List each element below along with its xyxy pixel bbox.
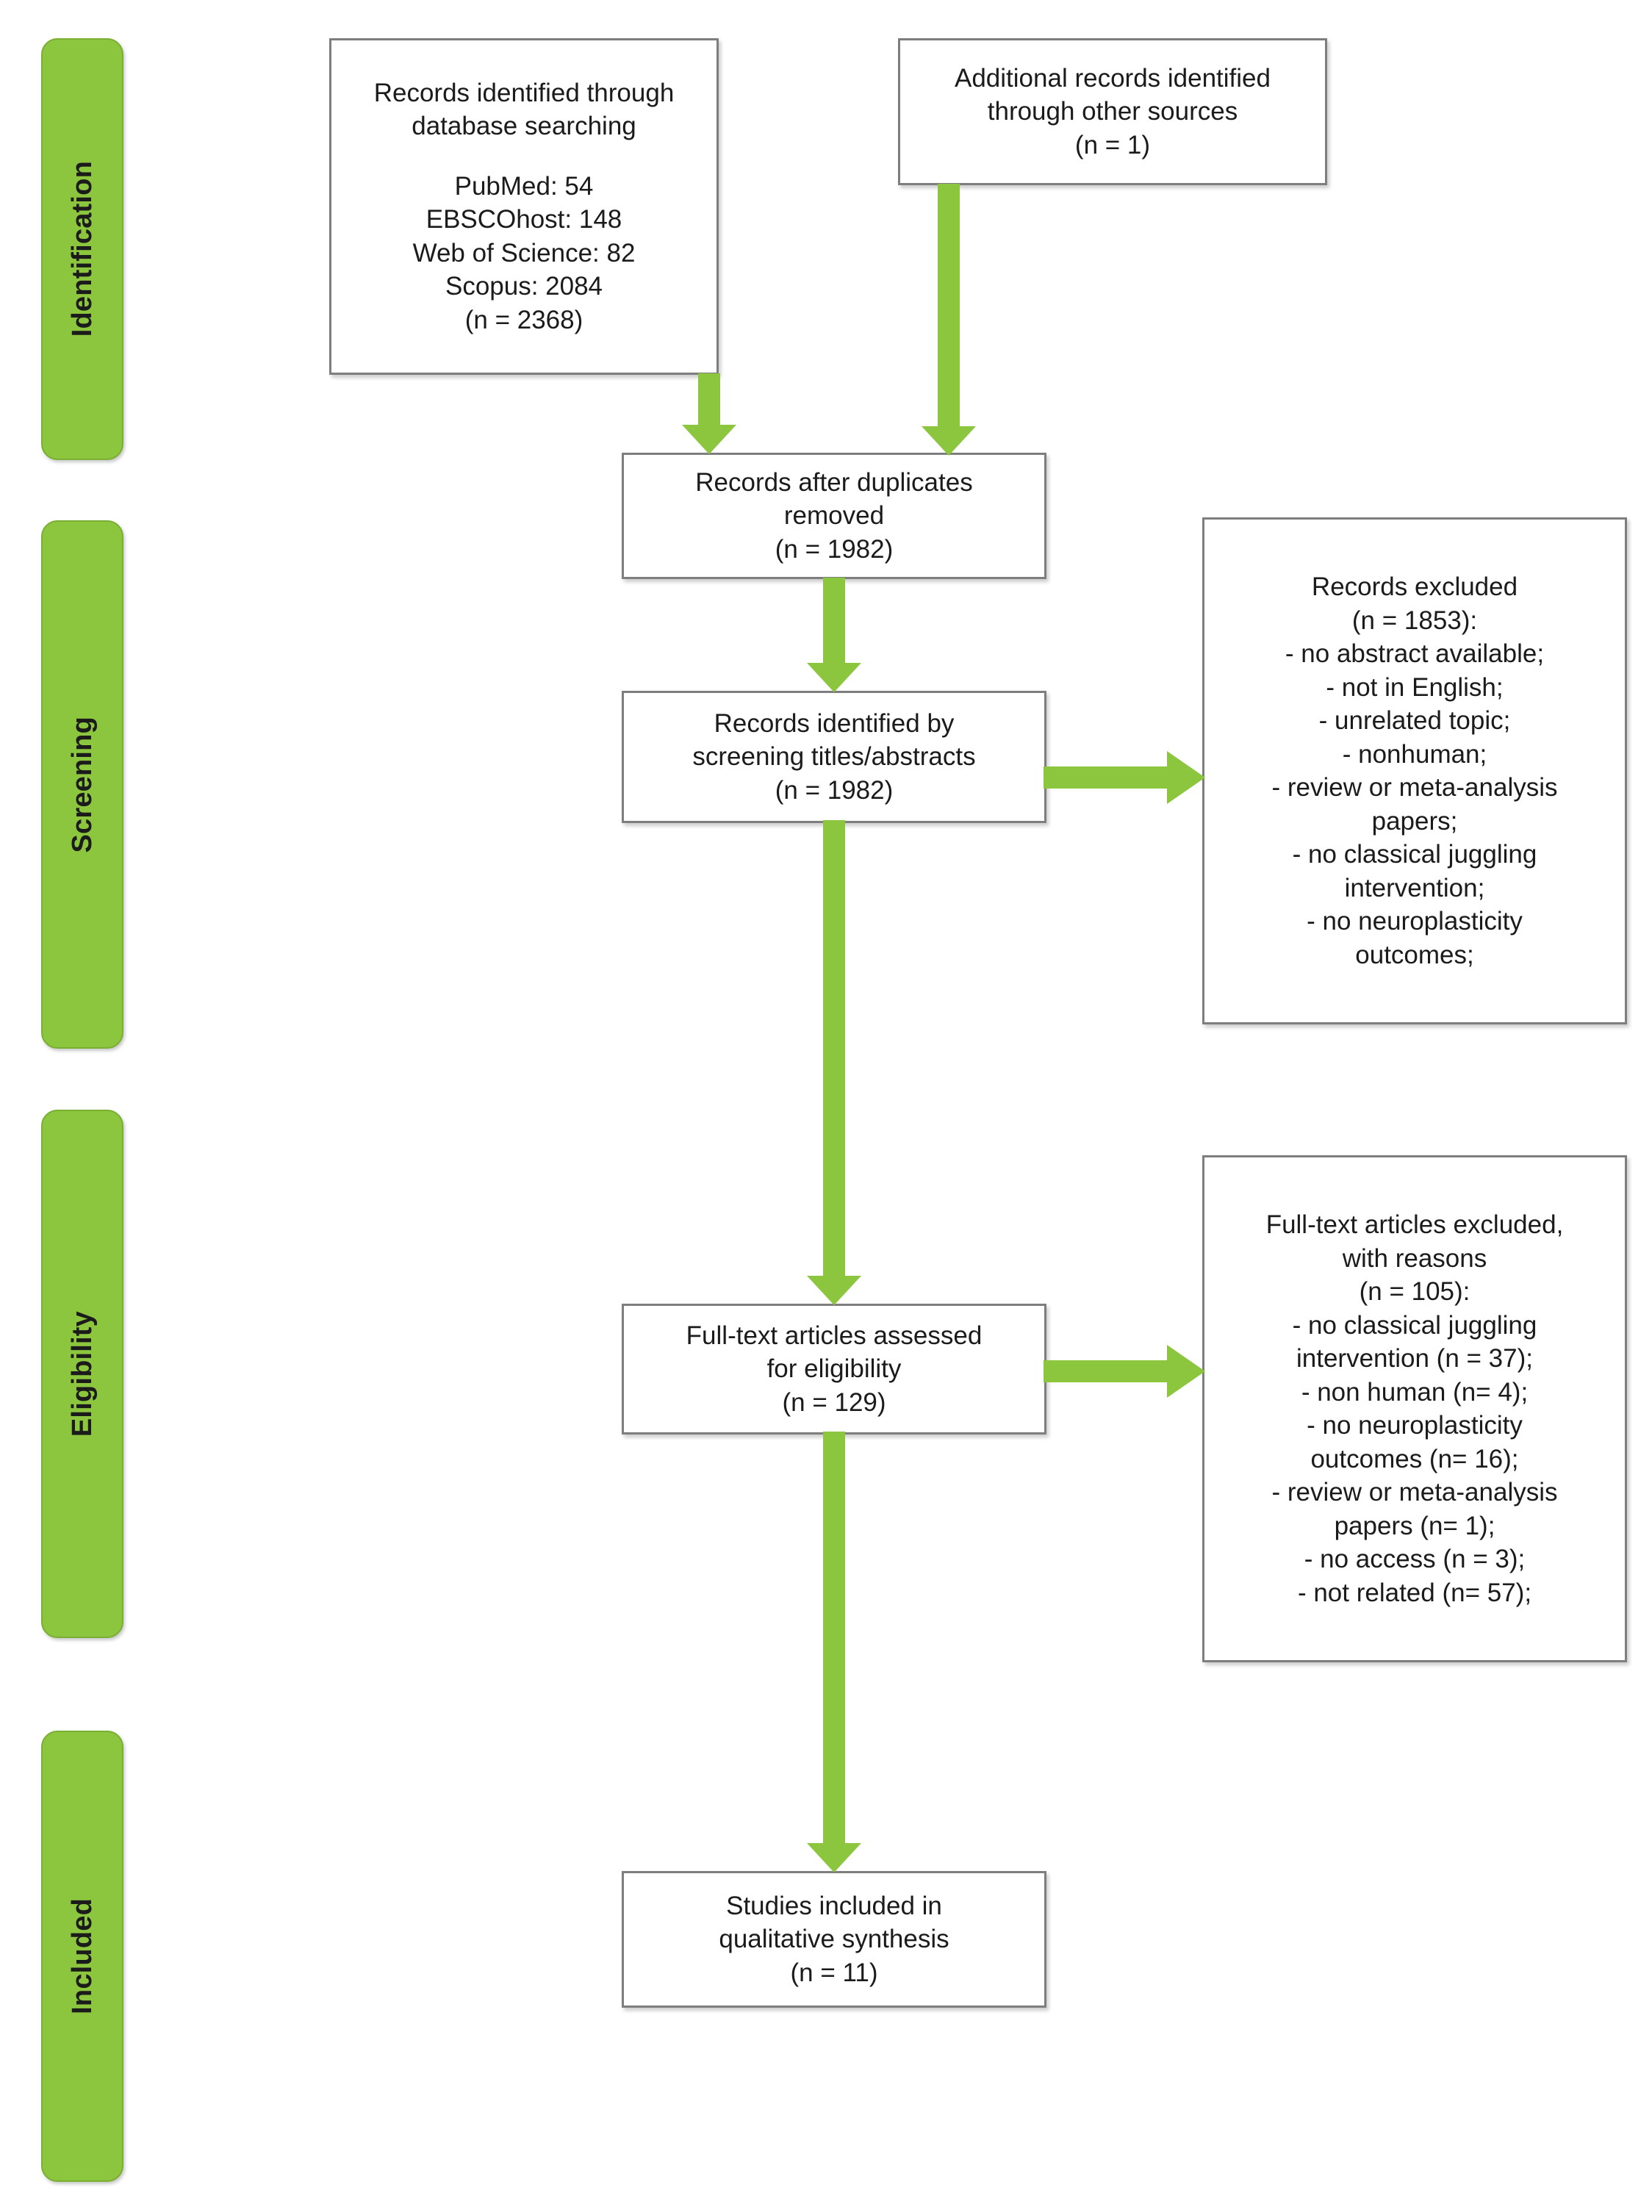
stage-bar-included: Included — [41, 1731, 123, 2182]
box-line: Scopus: 2084 — [445, 272, 603, 301]
box-line: - no classical juggling — [1292, 840, 1537, 869]
stage-bar-screening: Screening — [41, 520, 123, 1049]
box-line: - no access (n = 3); — [1304, 1545, 1526, 1573]
box-line: - nonhuman; — [1342, 739, 1487, 769]
box-line: (n = 11) — [790, 1958, 878, 1987]
box-line: (n = 2368) — [464, 305, 583, 334]
stage-label-identification: Identification — [66, 161, 98, 337]
box-line: (n = 1853): — [1351, 606, 1478, 635]
arrow-fulltext-assessed-to-excluded — [1044, 1343, 1207, 1399]
box-line: screening titles/abstracts — [692, 742, 976, 772]
box-line: Records after duplicates — [695, 467, 973, 497]
box-line: (n = 1982) — [775, 534, 894, 564]
box-additional-records-other-sources: Additional records identified through ot… — [898, 38, 1327, 185]
box-line: (n = 129) — [782, 1387, 886, 1417]
box-line: through other sources — [987, 97, 1238, 126]
box-line: outcomes (n= 16); — [1310, 1444, 1519, 1473]
arrow-duplicates-to-screening — [801, 578, 867, 694]
box-line: Additional records identified — [955, 63, 1271, 93]
box-line: - non human (n= 4); — [1301, 1377, 1529, 1407]
box-line: - review or meta-analysis — [1271, 1478, 1558, 1507]
box-line: - no classical juggling — [1292, 1310, 1537, 1340]
box-records-database-search: Records identified through database sear… — [329, 38, 719, 375]
box-line: - not in English; — [1326, 672, 1504, 702]
box-line: papers; — [1371, 806, 1458, 836]
box-line: - review or meta-analysis — [1271, 773, 1558, 802]
box-line: - no neuroplasticity — [1307, 1411, 1523, 1440]
box-line: Full-text articles excluded, — [1265, 1210, 1564, 1239]
box-line: Full-text articles assessed — [686, 1321, 983, 1350]
arrow-database-to-duplicates — [676, 373, 742, 456]
box-line: removed — [783, 501, 885, 531]
box-line: for eligibility — [766, 1354, 902, 1384]
box-fulltext-articles-excluded: Full-text articles excluded, with reason… — [1202, 1155, 1627, 1662]
stage-label-included: Included — [66, 1898, 98, 2014]
box-records-after-duplicates-removed: Records after duplicates removed (n = 19… — [622, 453, 1046, 579]
box-line: (n = 1) — [1074, 130, 1151, 159]
box-records-excluded: Records excluded (n = 1853): - no abstra… — [1202, 517, 1627, 1024]
box-line: Web of Science: 82 — [412, 238, 636, 267]
stage-label-eligibility: Eligibility — [66, 1310, 98, 1437]
box-line: with reasons — [1342, 1243, 1487, 1273]
arrow-screening-to-fulltext-assessed — [801, 820, 867, 1307]
arrow-fulltext-assessed-to-included — [801, 1432, 867, 1874]
box-line: qualitative synthesis — [719, 1925, 949, 1954]
box-line: - unrelated topic; — [1318, 706, 1511, 735]
stage-bar-identification: Identification — [41, 38, 123, 460]
box-line: papers (n= 1); — [1334, 1511, 1495, 1540]
stage-label-screening: Screening — [66, 716, 98, 853]
box-line: - no abstract available; — [1285, 639, 1545, 668]
box-line: - not related (n= 57); — [1297, 1578, 1532, 1607]
stage-bar-eligibility: Eligibility — [41, 1110, 123, 1638]
box-line: Records excluded — [1311, 572, 1518, 601]
box-line: database searching — [412, 112, 636, 141]
box-line: Studies included in — [726, 1891, 942, 1920]
box-fulltext-articles-assessed: Full-text articles assessed for eligibil… — [622, 1304, 1046, 1434]
box-line: (n = 1982) — [775, 775, 894, 805]
box-line: Records identified by — [714, 708, 955, 738]
box-line: outcomes; — [1355, 940, 1474, 969]
box-line: EBSCOhost: 148 — [425, 205, 622, 234]
arrow-other-sources-to-duplicates — [916, 184, 982, 457]
box-line: PubMed: 54 — [454, 171, 594, 201]
box-line: (n = 105): — [1359, 1277, 1470, 1306]
box-studies-included-qualitative-synthesis: Studies included in qualitative synthesi… — [622, 1871, 1046, 2008]
box-line: intervention; — [1344, 873, 1485, 902]
arrow-screening-to-records-excluded — [1044, 750, 1207, 805]
box-line: Records identified through — [373, 78, 675, 107]
box-line: intervention (n = 37); — [1296, 1344, 1533, 1373]
box-line: - no neuroplasticity — [1307, 907, 1523, 936]
box-records-screened-titles-abstracts: Records identified by screening titles/a… — [622, 691, 1046, 823]
